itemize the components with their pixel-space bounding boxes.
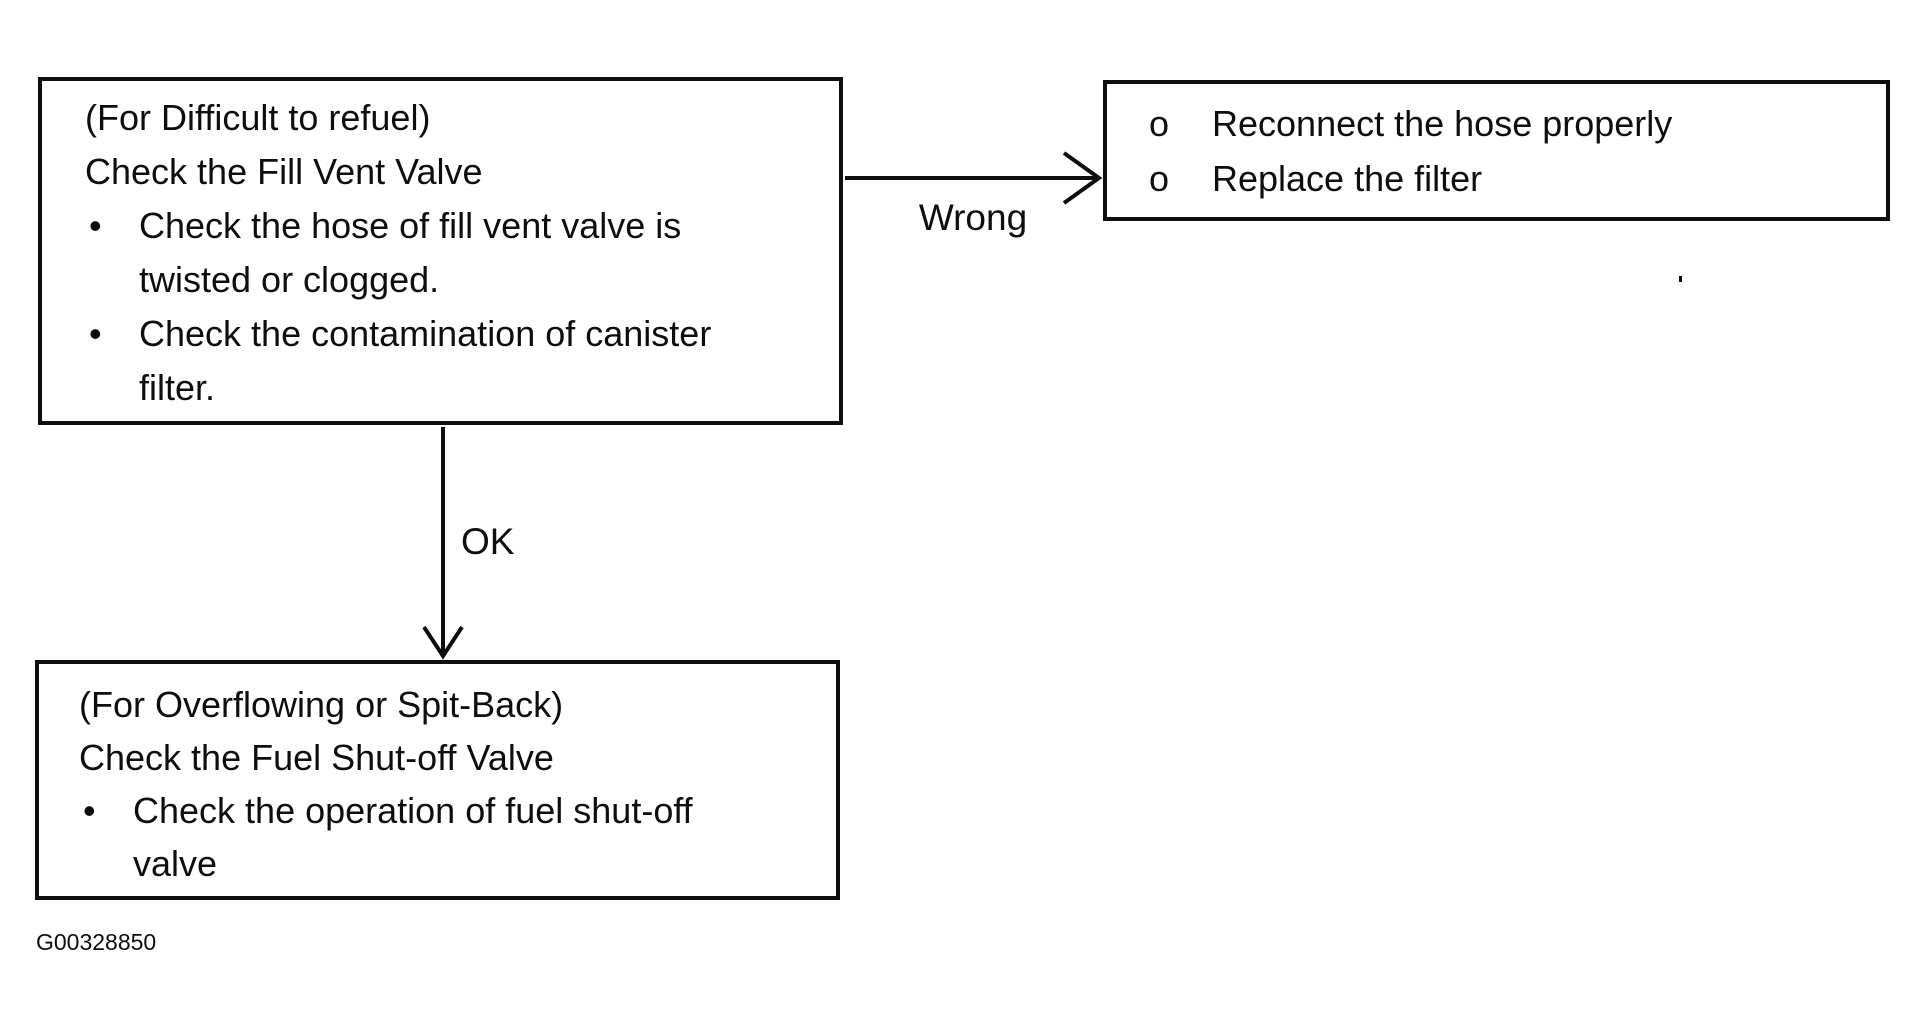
bullet-text: Check the hose of fill vent valve is twi… [139, 205, 682, 300]
bullet-text: Check the operation of fuel shut-off val… [133, 790, 693, 884]
box-fuel-shutoff-heading-line-1: (For Overflowing or Spit-Back) [79, 684, 564, 725]
box-fuel-shutoff-valve: (For Overflowing or Spit-Back) Check the… [35, 660, 840, 900]
wrong-label: Wrong [918, 197, 1028, 238]
ok-label: OK [461, 521, 515, 562]
bullet-text: Reconnect the hose properly [1212, 103, 1673, 144]
list-item: • Check the contamination of canister fi… [85, 307, 821, 415]
bullet-o-icon: o [1149, 103, 1170, 144]
figure-id: G00328850 [36, 929, 157, 955]
box-fill-vent-heading-line-2: Check the Fill Vent Valve [85, 151, 483, 192]
bullet-dot-icon: • [89, 313, 102, 354]
wrong-arrow [845, 151, 1103, 205]
box-fuel-shutoff-heading-line-2: Check the Fuel Shut-off Valve [79, 737, 554, 778]
box-fill-vent-valve: (For Difficult to refuel) Check the Fill… [38, 77, 843, 425]
bullet-dot-icon: • [89, 205, 102, 246]
scan-speck [1679, 276, 1682, 282]
list-item: • Check the operation of fuel shut-off v… [79, 784, 818, 890]
ok-arrow [422, 427, 464, 660]
list-item: o Reconnect the hose properly [1147, 96, 1868, 151]
bullet-text: Replace the filter [1212, 158, 1483, 199]
box-remedy: o Reconnect the hose properly o Replace … [1103, 80, 1890, 221]
bullet-dot-icon: • [83, 790, 96, 831]
bullet-o-icon: o [1149, 158, 1170, 199]
box-fill-vent-heading-line-1: (For Difficult to refuel) [85, 97, 431, 138]
list-item: o Replace the filter [1147, 151, 1868, 206]
list-item: • Check the hose of fill vent valve is t… [85, 199, 821, 307]
bullet-text: Check the contamination of canister filt… [139, 313, 712, 408]
